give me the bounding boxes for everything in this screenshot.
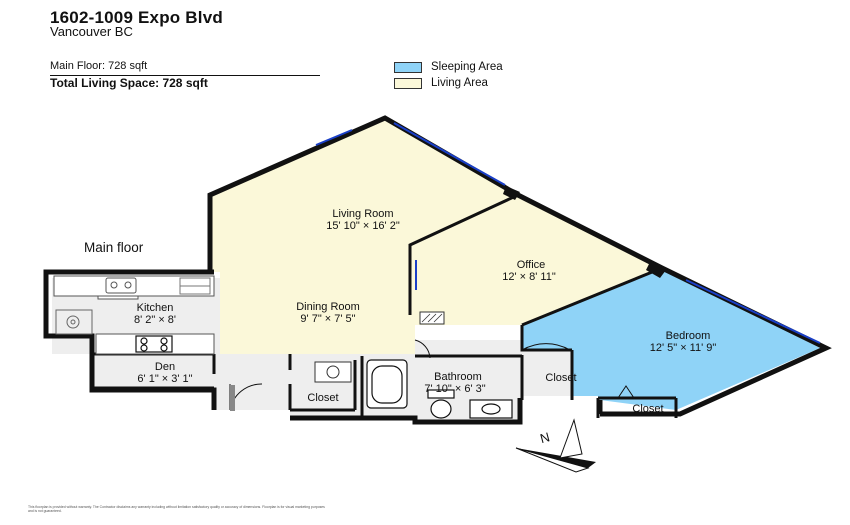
room-bedroom: Bedroom 12' 5" × 11' 9": [650, 330, 717, 354]
bedroom-size: 12' 5" × 11' 9": [650, 342, 717, 354]
compass-icon: N: [515, 418, 596, 473]
property-city: Vancouver BC: [50, 24, 133, 39]
bathroom-name: Bathroom: [434, 371, 482, 383]
floor-label: Main floor: [84, 240, 144, 255]
legend-sleeping-area: Sleeping Area: [394, 61, 503, 73]
legend-label-living: Living Area: [431, 77, 488, 89]
legend-swatch-living: [394, 77, 422, 89]
area-divider: [50, 75, 320, 76]
den-size: 6' 1" × 3' 1": [137, 373, 192, 385]
fireplace-hatch: [421, 313, 443, 323]
bedroom-fill: [522, 268, 820, 410]
property-address: 1602-1009 Expo Blvd: [50, 8, 223, 27]
bathtub-icon: [366, 359, 408, 409]
kitchen-size: 8' 2" × 8': [134, 314, 176, 326]
bathroom-size: 7' 10" × 6' 3": [424, 383, 485, 395]
bedroom-name: Bedroom: [666, 330, 711, 342]
sink-icon: [105, 277, 137, 294]
den-name: Den: [155, 361, 175, 373]
room-bathroom: Bathroom 7' 10" × 6' 3": [424, 371, 485, 395]
toilet-icon: [427, 389, 455, 419]
legend-label-sleeping: Sleeping Area: [431, 61, 503, 73]
living-room-size: 15' 10" × 16' 2": [326, 220, 400, 232]
office-name: Office: [517, 259, 546, 271]
room-living-room: Living Room 15' 10" × 16' 2": [326, 208, 400, 232]
windows: [315, 122, 821, 344]
main-floor-area: Main Floor: 728 sqft: [50, 60, 148, 72]
hall-closet-label: Closet: [307, 392, 338, 404]
fridge-icon: [179, 277, 211, 295]
bedroom-closet-label: Closet: [545, 372, 576, 384]
dining-room-name: Dining Room: [296, 301, 360, 313]
stove-icon: [135, 335, 173, 353]
room-kitchen: Kitchen 8' 2" × 8': [134, 302, 176, 326]
room-den: Den 6' 1" × 3' 1": [137, 361, 192, 385]
disclaimer-text: This floorplan is provided without warra…: [28, 505, 325, 513]
entry-door: [230, 385, 235, 411]
kitchen-name: Kitchen: [137, 302, 174, 314]
legend-living-area: Living Area: [394, 77, 488, 89]
washer-dryer-icon: [55, 309, 93, 335]
structural-columns: [503, 186, 666, 278]
den-fill: [92, 356, 214, 388]
dining-room-fill: [220, 280, 415, 354]
bathroom-sink-icon: [469, 399, 513, 419]
room-office: Office 12' × 8' 11": [502, 259, 556, 283]
total-living-space: Total Living Space: 728 sqft: [50, 76, 208, 90]
dining-room-size: 9' 7" × 7' 5": [300, 313, 355, 325]
living-room-fill: [210, 118, 518, 280]
legend-swatch-sleeping: [394, 61, 422, 73]
compass-north-label: N: [538, 429, 551, 446]
living-room-name: Living Room: [332, 208, 393, 220]
bedroom-closet-2-label: Closet: [632, 403, 663, 415]
laundry-icon: [314, 361, 352, 383]
office-size: 12' × 8' 11": [502, 271, 556, 283]
room-dining-room: Dining Room 9' 7" × 7' 5": [296, 301, 360, 325]
